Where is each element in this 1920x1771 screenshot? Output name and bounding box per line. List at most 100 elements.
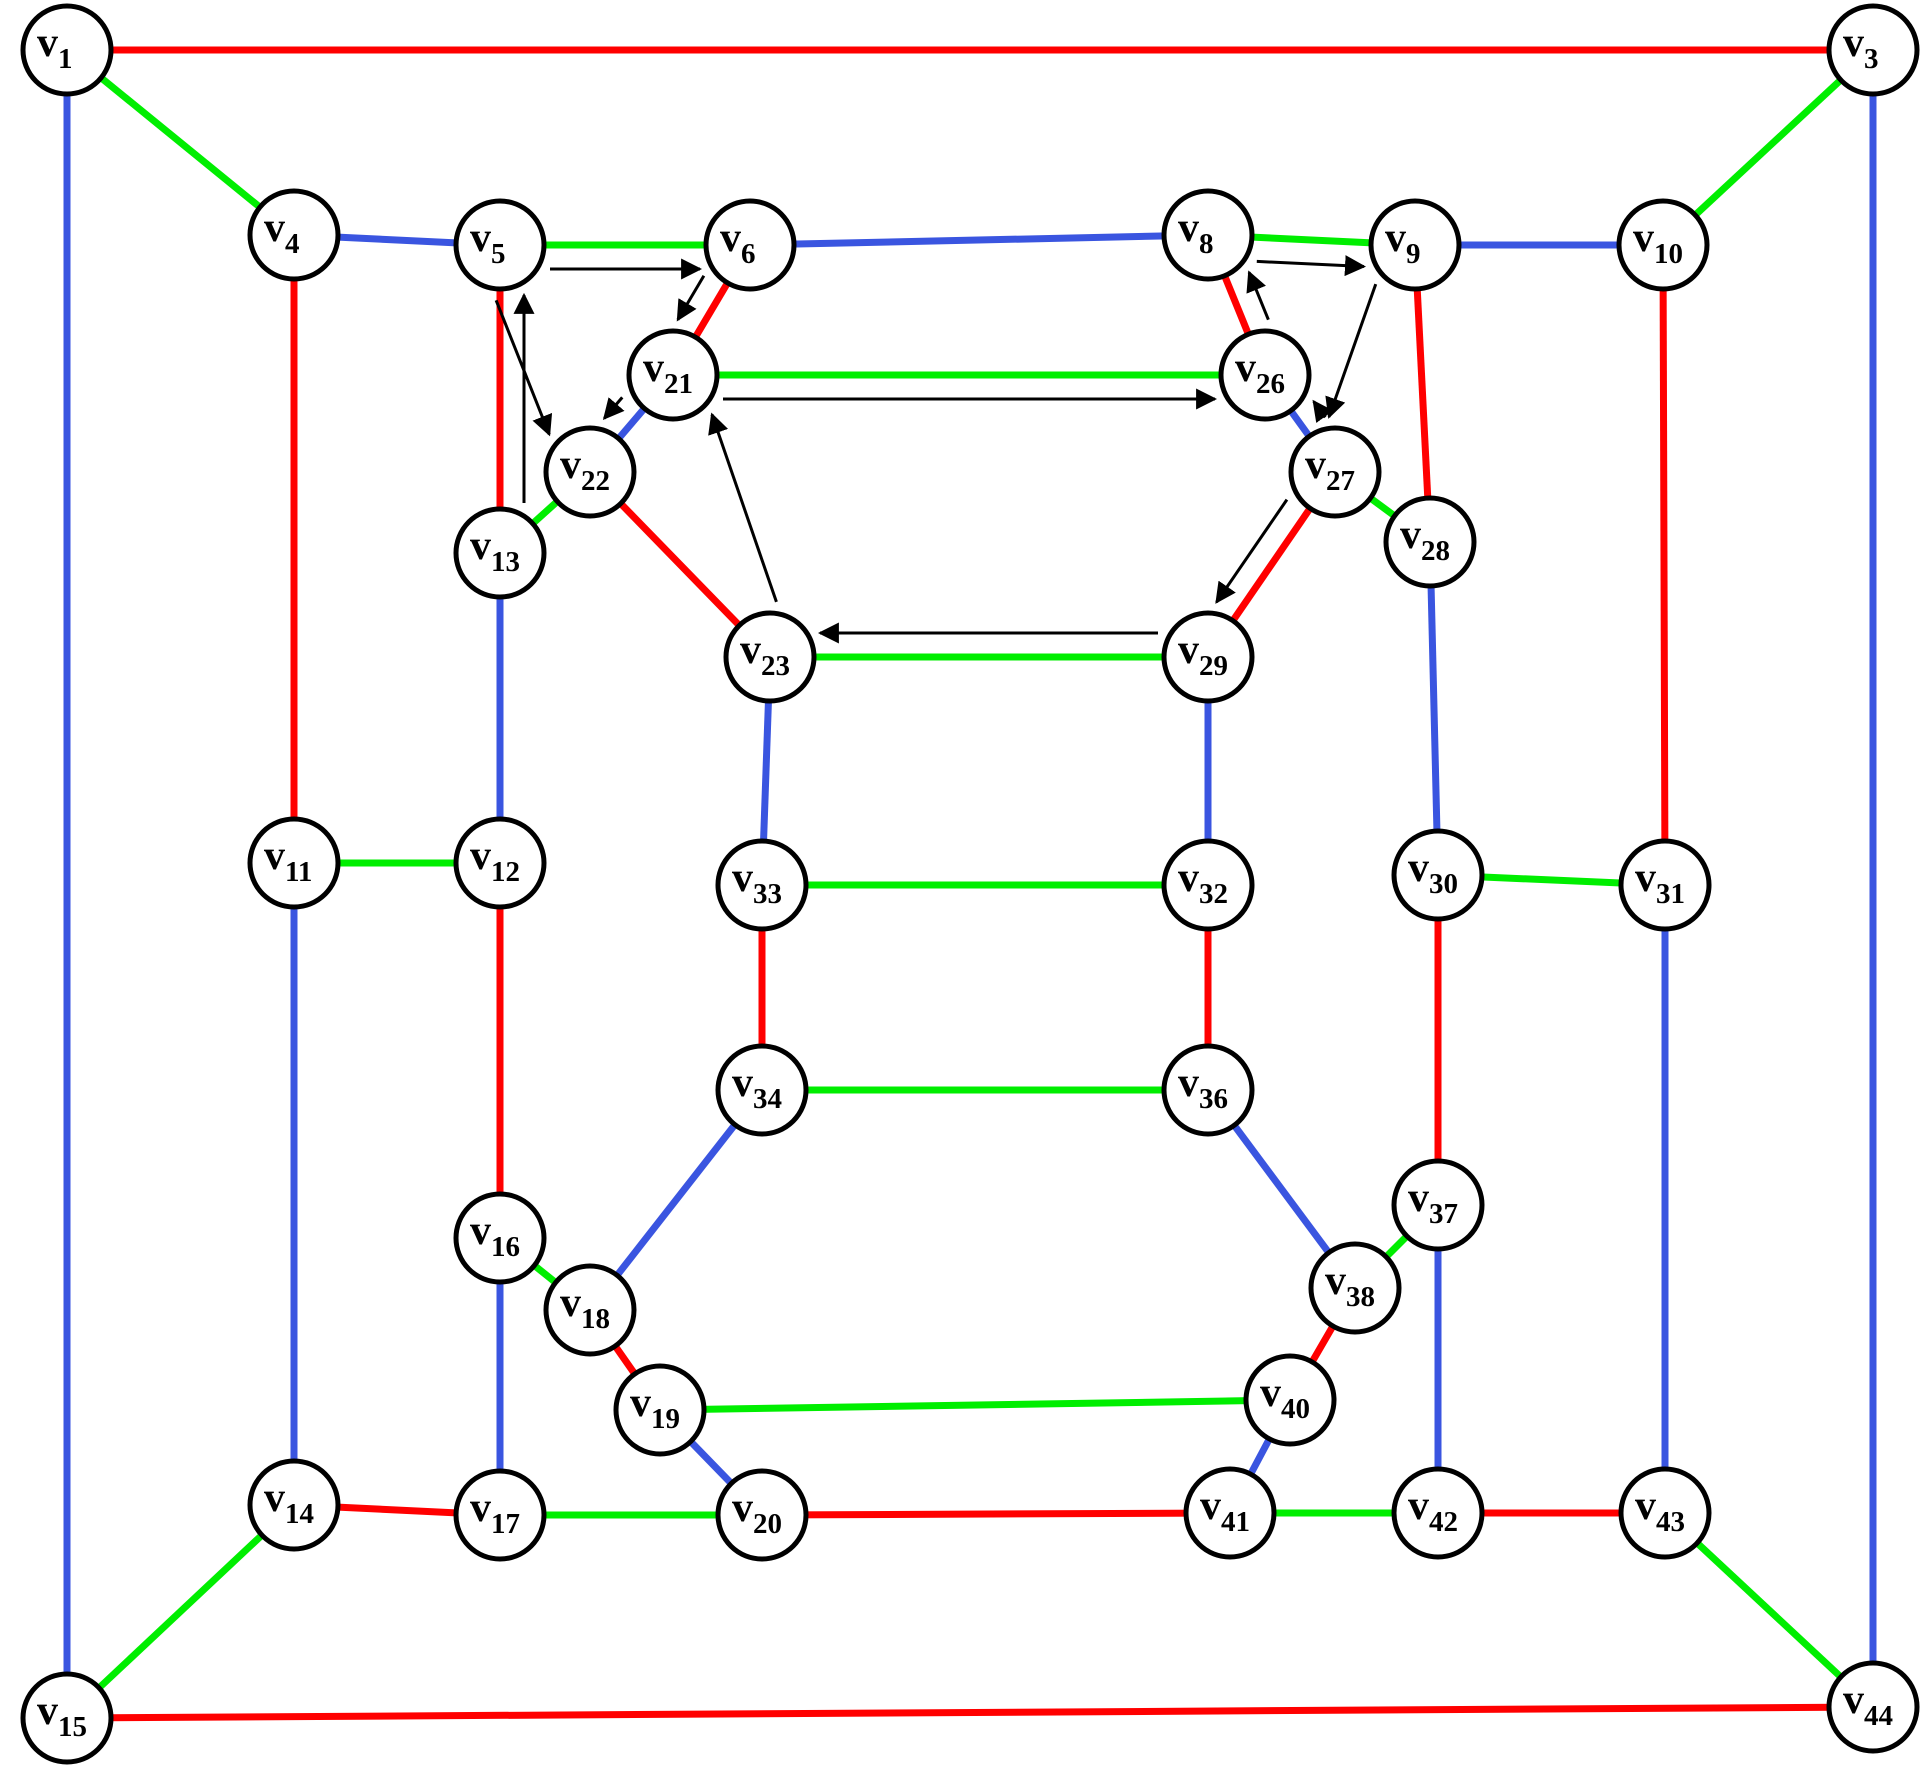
node-v43: v43	[1618, 1466, 1712, 1560]
node-label: v11	[264, 833, 312, 888]
node-circle	[20, 1671, 114, 1765]
node-label-subscript: 42	[1429, 1506, 1458, 1538]
node-label-prefix: v	[1178, 205, 1199, 251]
node-label-prefix: v	[1178, 1060, 1199, 1106]
node-label-subscript: 22	[581, 465, 610, 497]
node-label-prefix: v	[732, 1485, 753, 1531]
node-label: v40	[1260, 1370, 1310, 1425]
node-label-subscript: 40	[1281, 1393, 1310, 1425]
node-circle	[1391, 828, 1485, 922]
node-circle	[247, 1458, 341, 1552]
node-label: v4	[264, 205, 300, 260]
node-label-prefix: v	[470, 523, 491, 569]
node-label-subscript: 5	[491, 238, 506, 270]
node-v41: v41	[1183, 1466, 1277, 1560]
node-v38: v38	[1308, 1241, 1402, 1335]
arrow-v21-to-v22	[602, 396, 625, 421]
node-v17: v17	[453, 1468, 547, 1562]
node-label: v42	[1408, 1483, 1458, 1538]
node-v31: v31	[1618, 838, 1712, 932]
node-v11: v11	[247, 816, 341, 910]
node-label: v37	[1408, 1175, 1458, 1230]
node-circle	[723, 610, 817, 704]
node-label-prefix: v	[264, 833, 285, 879]
node-label-subscript: 13	[491, 546, 520, 578]
node-label-subscript: 11	[285, 856, 312, 888]
node-v23: v23	[723, 610, 817, 704]
node-label-subscript: 1	[58, 43, 73, 75]
node-circle	[1161, 1043, 1255, 1137]
node-circle	[1218, 328, 1312, 422]
node-v27: v27	[1288, 425, 1382, 519]
node-circle	[1161, 610, 1255, 704]
node-label-subscript: 34	[753, 1083, 782, 1115]
node-label-subscript: 6	[741, 238, 756, 270]
node-v40: v40	[1243, 1353, 1337, 1447]
node-label-subscript: 26	[1256, 368, 1285, 400]
node-label-subscript: 3	[1864, 43, 1879, 75]
edge-v1-v4	[64, 47, 297, 238]
node-v21: v21	[626, 328, 720, 422]
node-circle	[1391, 1158, 1485, 1252]
node-v9: v9	[1368, 198, 1462, 292]
node-v13: v13	[453, 506, 547, 600]
edges-layer	[63, 46, 1877, 1722]
node-label: v17	[470, 1485, 520, 1540]
node-label-subscript: 19	[651, 1403, 680, 1435]
node-label-subscript: 15	[58, 1711, 87, 1743]
edge-v10-v31	[1659, 244, 1669, 886]
node-circle	[1161, 188, 1255, 282]
node-label-prefix: v	[1385, 215, 1406, 261]
node-label-subscript: 14	[285, 1498, 314, 1530]
node-label: v10	[1633, 215, 1683, 270]
node-circle	[1826, 1660, 1920, 1754]
node-label-prefix: v	[1305, 442, 1326, 488]
node-label-prefix: v	[1260, 1370, 1281, 1416]
node-label-prefix: v	[1843, 20, 1864, 66]
node-label-subscript: 8	[1199, 228, 1214, 260]
node-circle	[715, 838, 809, 932]
node-circle	[453, 816, 547, 910]
node-label-prefix: v	[630, 1380, 651, 1426]
node-label-subscript: 23	[761, 650, 790, 682]
arrow-v9-to-v27	[1325, 283, 1378, 419]
node-v18: v18	[543, 1263, 637, 1357]
node-circle	[1368, 198, 1462, 292]
node-label-subscript: 16	[491, 1231, 520, 1263]
node-label-prefix: v	[1635, 855, 1656, 901]
node-label-prefix: v	[1408, 845, 1429, 891]
arrow-v26-to-v8	[1246, 270, 1270, 321]
node-label-subscript: 36	[1199, 1083, 1228, 1115]
node-label: v26	[1235, 345, 1285, 400]
node-v10: v10	[1616, 198, 1710, 292]
node-label: v31	[1635, 855, 1685, 910]
node-label-prefix: v	[1200, 1483, 1221, 1529]
node-circle	[613, 1363, 707, 1457]
arrows-layer	[494, 255, 1378, 644]
node-label: v36	[1178, 1060, 1228, 1115]
node-v20: v20	[715, 1468, 809, 1562]
node-label: v44	[1843, 1677, 1893, 1732]
node-label-subscript: 28	[1421, 535, 1450, 567]
node-label-subscript: 20	[753, 1508, 782, 1540]
node-label-prefix: v	[37, 20, 58, 66]
node-circle	[453, 198, 547, 292]
node-circle	[453, 1191, 547, 1285]
node-v12: v12	[453, 816, 547, 910]
node-circle	[247, 816, 341, 910]
node-label: v9	[1385, 215, 1421, 270]
edge-v15-v14	[64, 1502, 297, 1721]
node-v8: v8	[1161, 188, 1255, 282]
node-label: v34	[732, 1060, 782, 1115]
node-v33: v33	[715, 838, 809, 932]
node-v5: v5	[453, 198, 547, 292]
node-label: v21	[643, 345, 693, 400]
node-label: v23	[740, 627, 790, 682]
node-label-prefix: v	[470, 1485, 491, 1531]
node-label-subscript: 31	[1656, 878, 1685, 910]
node-v15: v15	[20, 1671, 114, 1765]
node-label: v43	[1635, 1483, 1685, 1538]
node-circle	[1616, 198, 1710, 292]
node-v26: v26	[1218, 328, 1312, 422]
